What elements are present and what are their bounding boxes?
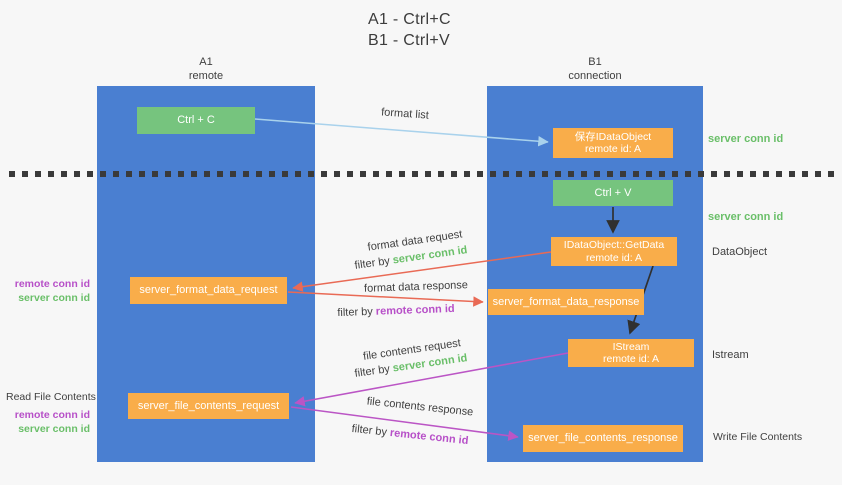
node-server-file-contents-response-label: server_file_contents_response — [528, 432, 678, 444]
lane-b1-title: B1 — [588, 56, 602, 68]
label-conn-id-pair-1: remote conn id server conn id — [0, 278, 90, 305]
label-read-file-contents: Read File Contents — [6, 391, 96, 403]
diagram-title-line2: B1 - Ctrl+V — [368, 32, 450, 49]
node-idataobject-getdata-line2: remote id: A — [585, 251, 643, 264]
lane-a1-header: A1 remote — [97, 55, 315, 83]
label-filter-by-1: filter by — [353, 255, 391, 272]
diagram-title-line1: A1 - Ctrl+C — [368, 11, 451, 28]
diagram-title: A1 - Ctrl+C B1 - Ctrl+V — [368, 9, 451, 51]
label-remote-conn-id-left-2: remote conn id — [14, 409, 90, 421]
label-dataobject: DataObject — [712, 246, 768, 258]
lane-a1-title: A1 — [199, 56, 213, 68]
node-ctrl-v-label: Ctrl + V — [594, 186, 632, 199]
label-remote-conn-id-left-1: remote conn id — [14, 278, 90, 290]
label-server-conn-id-right-mid: server conn id — [708, 211, 784, 223]
node-save-idataobject: 保存IDataObject remote id: A — [553, 128, 673, 158]
node-save-idataobject-line1: 保存IDataObject — [574, 130, 652, 143]
lane-b1-subtitle: connection — [568, 70, 622, 82]
lane-a1-subtitle: remote — [188, 70, 224, 82]
label-format-data-response: format data response — [363, 279, 469, 295]
node-ctrl-c: Ctrl + C — [137, 107, 255, 134]
node-server-file-contents-request: server_file_contents_request — [128, 393, 289, 419]
node-istream-line1: IStream — [612, 340, 650, 353]
label-format-list: format list — [380, 106, 430, 122]
node-ctrl-c-label: Ctrl + C — [177, 114, 215, 126]
label-istream: Istream — [712, 349, 749, 361]
node-istream-line2: remote id: A — [602, 353, 660, 365]
node-server-format-data-response: server_format_data_response — [488, 289, 644, 315]
label-server-conn-id-left-2: server conn id — [18, 422, 90, 435]
node-idataobject-getdata: IDataObject::GetData remote id: A — [551, 237, 677, 266]
node-server-format-data-request-label: server_format_data_request — [139, 284, 278, 296]
label-server-conn-id-left-1: server conn id — [18, 291, 90, 304]
node-idataobject-getdata-line1: IDataObject::GetData — [563, 239, 665, 251]
node-server-format-data-response-label: server_format_data_response — [492, 295, 640, 308]
label-server-conn-id-right-top: server conn id — [708, 133, 784, 145]
label-file-contents-response: file contents response — [366, 395, 474, 419]
label-conn-id-pair-2: remote conn id server conn id — [0, 409, 90, 436]
node-server-file-contents-request-label: server_file_contents_request — [137, 399, 280, 412]
node-server-format-data-request: server_format_data_request — [130, 277, 287, 304]
dotted-separator-line — [9, 171, 835, 177]
node-save-idataobject-line2: remote id: A — [584, 143, 642, 155]
label-remote-conn-id-filter-1: remote conn id — [375, 302, 455, 318]
node-istream: IStream remote id: A — [568, 339, 694, 367]
label-filter-by-4: filter by — [351, 422, 388, 439]
label-filter-by-3: filter by — [353, 363, 391, 380]
node-ctrl-v: Ctrl + V — [553, 180, 673, 206]
label-filter-by-2: filter by — [337, 305, 374, 320]
node-server-file-contents-response: server_file_contents_response — [523, 425, 683, 452]
label-write-file-contents: Write File Contents — [713, 431, 803, 443]
label-remote-conn-id-filter-2: remote conn id — [389, 426, 469, 448]
lane-b1-header: B1 connection — [487, 55, 703, 83]
